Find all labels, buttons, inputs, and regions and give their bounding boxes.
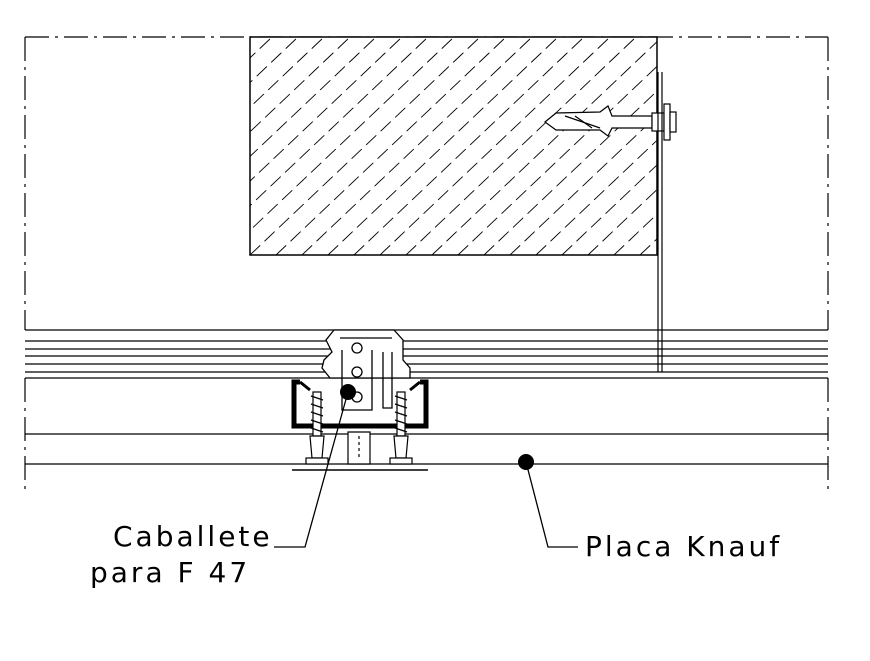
f47-channel <box>291 379 429 429</box>
concrete-slab <box>249 36 658 256</box>
placa-knauf-label: Placa Knauf <box>585 530 782 563</box>
center-stem <box>347 431 371 465</box>
screw-left <box>305 391 329 465</box>
caballete-leader-line <box>274 391 349 548</box>
anchor-bolt <box>544 103 677 141</box>
hanger-rod <box>657 72 663 372</box>
placa-leader-line <box>525 461 578 548</box>
placa-knauf-board <box>25 433 828 465</box>
screw-right <box>389 391 413 465</box>
caballete-label-line2: para F 47 <box>90 556 250 589</box>
primary-profile-layers <box>25 329 828 379</box>
caballete-label-line1: Caballete <box>113 520 273 553</box>
caballete-clip <box>321 329 411 411</box>
